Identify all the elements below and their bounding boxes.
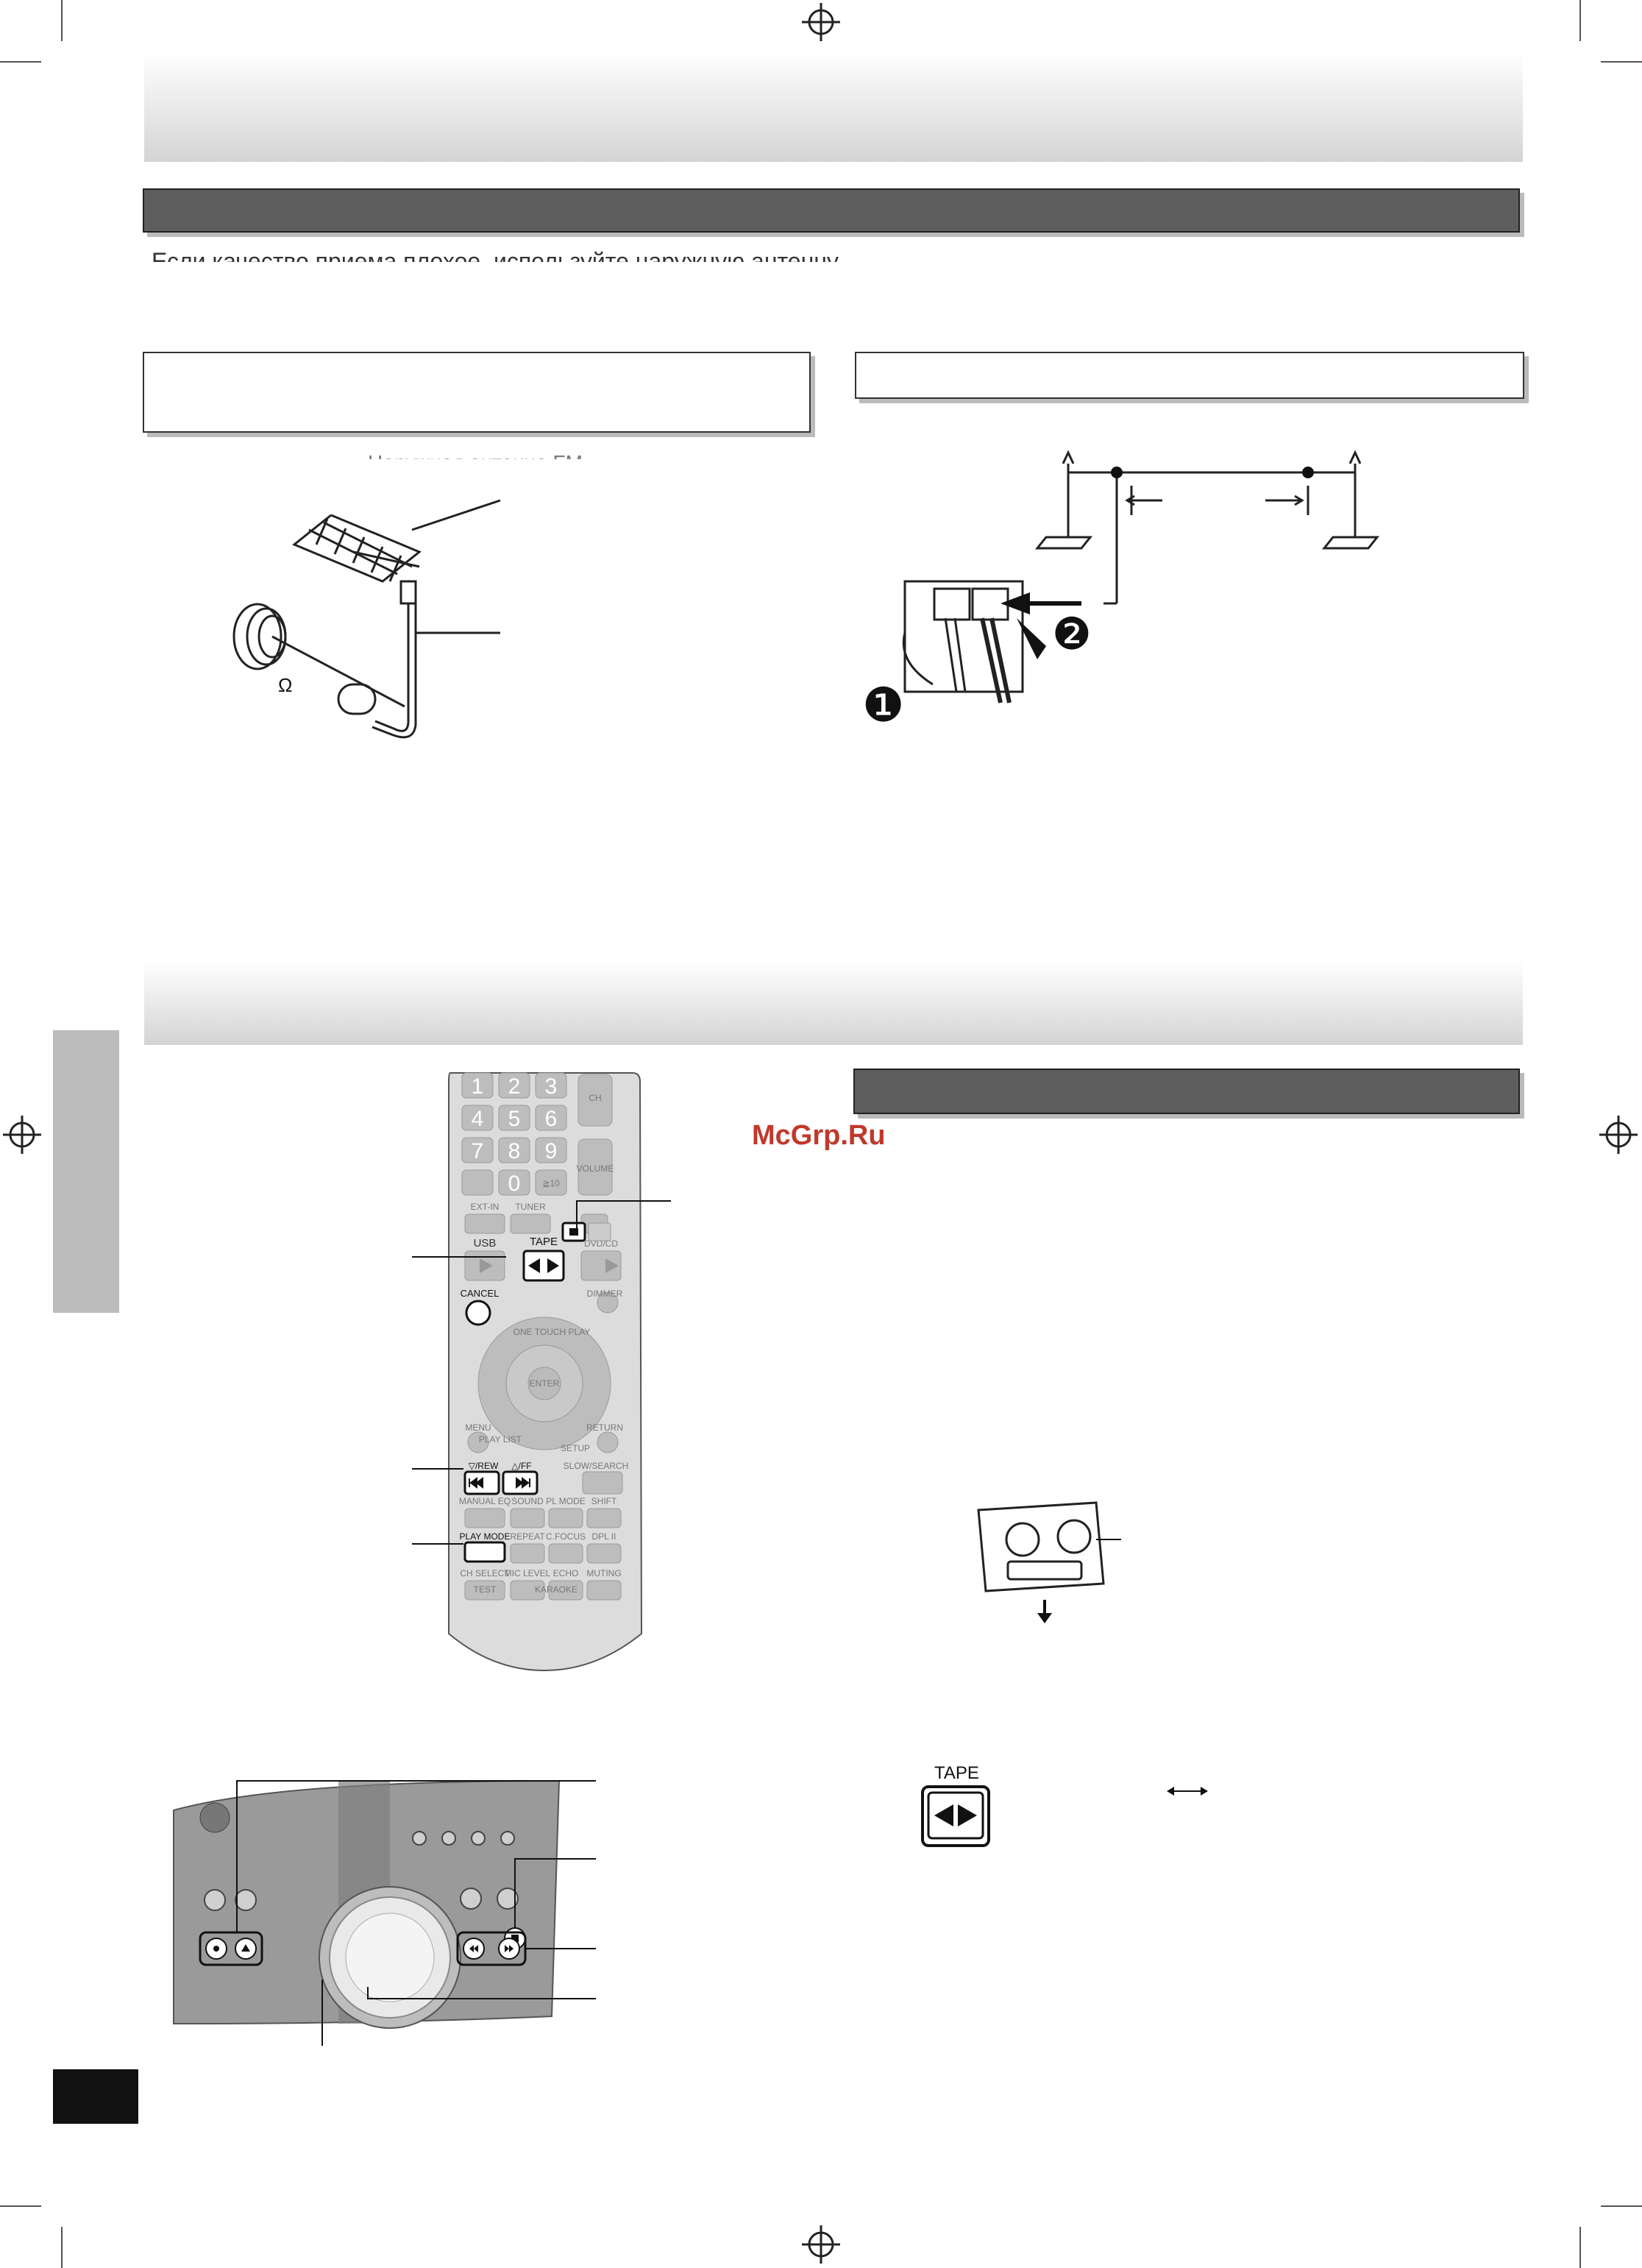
box-am-antenna	[855, 352, 1524, 399]
record-icon	[213, 1946, 219, 1952]
remote-pl-mode: PL MODE	[546, 1496, 586, 1506]
remote-tuner: TUNER	[515, 1202, 546, 1212]
remote-dpl: DPL II	[592, 1531, 616, 1542]
remote-callout-lines	[412, 1200, 671, 1545]
section-header-band-tape	[144, 961, 1523, 1045]
remote-cancel-button[interactable]	[465, 1300, 491, 1326]
ff-icon	[516, 1477, 530, 1489]
remote-karaoke: KARAOKE	[535, 1584, 577, 1595]
fm-antenna-illustration: Ω	[232, 499, 501, 739]
remote-play-list: PLAY LIST	[479, 1434, 522, 1445]
tape-reverse-icon	[528, 1258, 540, 1273]
stop-icon	[569, 1228, 578, 1236]
remote-key-5[interactable]: 5	[508, 1107, 521, 1131]
remote-echo: ECHO	[553, 1568, 579, 1578]
remote-setup: SETUP	[561, 1443, 590, 1453]
remote-key-3[interactable]: 3	[545, 1074, 558, 1099]
step-2-marker: ❷	[1052, 609, 1092, 659]
remote-shift: SHIFT	[591, 1496, 617, 1506]
remote-rew-label: ▽/REW	[469, 1461, 499, 1471]
remote-ch-select: CH SELECT	[460, 1568, 510, 1578]
remote-volume-label: VOLUME	[577, 1163, 614, 1174]
box-fm-antenna	[143, 352, 811, 433]
remote-key-9[interactable]: 9	[545, 1139, 558, 1163]
remote-ten-label[interactable]: ≧10	[542, 1178, 560, 1188]
subsection-bar-tape	[853, 1069, 1520, 1114]
section-header-band-top	[144, 52, 1523, 162]
remote-key-6[interactable]: 6	[545, 1107, 558, 1131]
remote-tape-button[interactable]	[522, 1250, 565, 1282]
skip-back-icon	[469, 1945, 478, 1952]
registration-mark-bottom	[802, 2225, 840, 2264]
remote-cancel-label: CANCEL	[461, 1288, 500, 1299]
eject-icon	[241, 1944, 250, 1952]
remote-enter: ENTER	[530, 1378, 560, 1389]
double-arrow-icon	[1167, 1787, 1208, 1796]
remote-return: RETURN	[586, 1422, 623, 1433]
tape-forward-icon	[547, 1258, 559, 1273]
remote-manual-eq: MANUAL EQ	[459, 1496, 511, 1506]
page-number-block	[53, 2069, 138, 2124]
remote-usb: USB	[474, 1237, 497, 1250]
remote-muting: MUTING	[586, 1568, 621, 1578]
step-1-marker: ❶	[862, 678, 904, 731]
registration-mark-top	[802, 3, 840, 41]
remote-key-4[interactable]: 4	[472, 1107, 484, 1131]
side-tab	[53, 1030, 119, 1313]
remote-slow-search: SLOW/SEARCH	[564, 1461, 629, 1471]
remote-key-2[interactable]: 2	[508, 1074, 521, 1099]
remote-dimmer: DIMMER	[587, 1289, 623, 1299]
remote-key-0[interactable]: 0	[508, 1172, 521, 1196]
skip-forward-icon	[505, 1945, 513, 1952]
ohm-symbol: Ω	[278, 674, 292, 696]
remote-ff-label: △/FF	[511, 1461, 531, 1471]
tape-button-label: TAPE	[934, 1763, 979, 1783]
subsection-bar-antenna	[143, 188, 1520, 233]
tape-button-large[interactable]	[921, 1785, 992, 1849]
remote-repeat: REPEAT	[510, 1531, 545, 1542]
unit-record-eject-group	[199, 1931, 263, 1966]
unit-stop-icon	[511, 1935, 519, 1942]
remote-key-1[interactable]: 1	[472, 1074, 484, 1099]
remote-play-mode-label: PLAY MODE	[460, 1531, 511, 1542]
remote-tape-label: TAPE	[530, 1236, 558, 1248]
remote-one-touch-play: ONE TOUCH PLAY	[513, 1327, 591, 1337]
remote-c-focus: C.FOCUS	[546, 1531, 586, 1542]
remote-play-mode-button[interactable]	[463, 1541, 506, 1563]
watermark: McGrp.Ru	[752, 1120, 886, 1151]
remote-key-8[interactable]: 8	[508, 1139, 521, 1163]
intro-text: Если качество приема плохое, используйте…	[152, 248, 843, 262]
remote-control: 1 2 3 4 5 6 7 8 9 0 CH VOLUME ≧10 EXT-IN…	[448, 1072, 643, 1672]
am-antenna-illustration: ❷ ❶	[862, 450, 1380, 731]
fm-caption: Наружная антенна FM	[368, 450, 583, 459]
remote-mic-level: MIC LEVEL	[505, 1568, 551, 1578]
remote-test: TEST	[474, 1584, 497, 1595]
cassette-illustration	[977, 1501, 1121, 1623]
remote-menu: MENU	[465, 1422, 491, 1433]
registration-mark-left	[3, 1116, 41, 1154]
remote-ext-in: EXT-IN	[471, 1202, 500, 1212]
main-unit-illustration	[173, 1779, 596, 2046]
remote-ch-label: CH	[589, 1093, 601, 1103]
rew-icon	[469, 1477, 483, 1489]
remote-sound: SOUND	[511, 1496, 544, 1506]
registration-mark-right	[1599, 1116, 1638, 1154]
remote-key-7[interactable]: 7	[472, 1139, 484, 1163]
